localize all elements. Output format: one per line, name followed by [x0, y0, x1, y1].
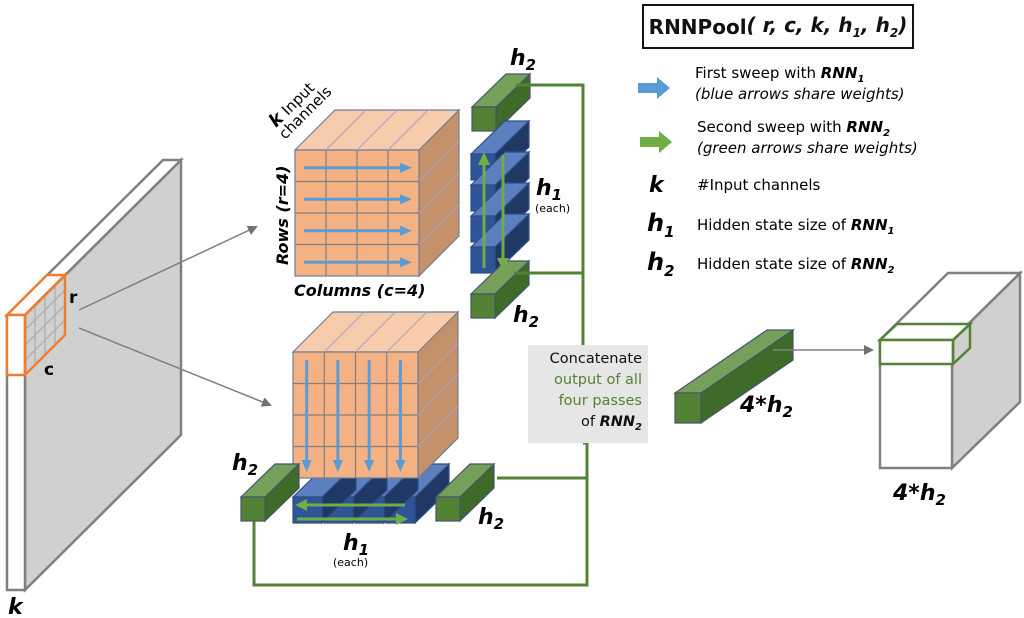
- blue-sweep-down-head: [395, 460, 406, 472]
- concat-line-3: four passes: [558, 393, 642, 409]
- legend-symbol-h1-text: Hidden state size of RNN1: [697, 216, 894, 237]
- legend-item-2-line2: (green arrows share weights): [697, 139, 918, 157]
- rows-label: Rows (r=4): [273, 166, 292, 265]
- concat-vector: [673, 328, 795, 425]
- patch-grid-row: [24, 289, 66, 331]
- row-pass-h2-bottom-bar: [469, 259, 531, 320]
- row-pass-hidden-stack: [469, 119, 531, 275]
- connector-row-top: [516, 83, 585, 345]
- connector-col: [252, 441, 589, 587]
- c-label: c: [44, 360, 54, 380]
- row-cube-top-grid: [387, 109, 429, 151]
- h2-bar-top-front: [471, 106, 497, 132]
- each-row-label: (each): [535, 202, 570, 215]
- arrow-to-column-pass: [78, 327, 272, 407]
- output-volume: [876, 270, 1024, 471]
- legend-symbol-h1: h1: [647, 209, 675, 241]
- column-pass-hidden-row: [291, 462, 451, 525]
- green-sweep-right-head: [396, 513, 408, 525]
- output-cell-front: [878, 338, 955, 366]
- blue-sweep-right-head: [400, 257, 412, 268]
- title-box: RNNPool( r, c, k, h1, h2): [642, 4, 914, 49]
- input-patch: [24, 285, 66, 365]
- r-label: r: [69, 288, 78, 308]
- row-cube-side-grid: [418, 204, 460, 245]
- h2-bar-row-bottom-front: [470, 293, 496, 319]
- h2-bar-right-front: [435, 496, 461, 522]
- h2-left-label: h2: [232, 451, 258, 479]
- legend-item-2-line1: Second sweep with RNN2: [697, 118, 890, 139]
- blue-sweep-down-head: [301, 460, 312, 472]
- h2-right-label: h2: [478, 505, 504, 533]
- legend-symbol-h2-text: Hidden state size of RNN2: [697, 255, 895, 276]
- concat-vector-label: 4*h2: [739, 393, 793, 421]
- arrow-to-row-pass: [78, 225, 258, 311]
- output-cell-side: [951, 321, 972, 367]
- col-cube-top-grid: [323, 311, 365, 353]
- input-volume: r c k: [3, 156, 185, 618]
- row-cube-side-grid: [418, 172, 460, 214]
- green-arrow-icon: [640, 131, 672, 153]
- concat-box: Concatenate output of all four passes of…: [528, 345, 648, 443]
- col-cube-side-grid: [417, 343, 459, 384]
- col-cube-side-grid: [417, 374, 459, 416]
- legend-item-1-line1: First sweep with RNN1: [695, 64, 864, 85]
- patch-grid-row: [24, 304, 66, 346]
- k-label: k: [8, 595, 24, 618]
- blue-sweep-right-head: [400, 225, 412, 236]
- green-sweep-left-head: [295, 499, 307, 511]
- concat-line-1: Concatenate: [549, 351, 642, 367]
- blue-sweep-down-head: [332, 460, 343, 472]
- blue-arrow-icon: [638, 77, 670, 99]
- row-pass-h2-top-bar: [470, 72, 532, 133]
- legend-symbol-k-text: #Input channels: [697, 176, 821, 194]
- title-args: ( r, c, k, h1, h2): [746, 13, 908, 40]
- row-cube-top-grid: [356, 109, 398, 151]
- column-pass-cube: [291, 310, 460, 480]
- green-sweep-up-head: [478, 152, 490, 165]
- h2-bar-left-front: [240, 496, 266, 522]
- concat-line-2: output of all: [554, 372, 642, 388]
- each-column-label: (each): [333, 556, 368, 569]
- column-pass-h2-right-bar: [434, 462, 496, 523]
- h1-row-label: h1: [536, 176, 562, 204]
- patch-grid-row: [24, 319, 66, 361]
- title-name: RNNPool: [648, 14, 747, 39]
- row-pass-arrows: [304, 162, 412, 268]
- column-pass-h2-left-bar: [239, 462, 301, 523]
- blue-sweep-down-head: [364, 460, 375, 472]
- blue-sweep-right-head: [400, 194, 412, 205]
- columns-label: Columns (c=4): [294, 281, 425, 300]
- legend-symbol-k: k: [649, 173, 665, 198]
- col-cube-top-grid: [355, 311, 396, 353]
- concat-connectors: [252, 83, 589, 587]
- legend-item-1-line2: (blue arrows share weights): [695, 85, 905, 103]
- concat-line-4: of RNN2: [581, 414, 642, 433]
- h2-top-label: h2: [510, 46, 536, 74]
- row-cube-top-grid: [325, 109, 367, 151]
- concat-bar-front: [674, 392, 702, 424]
- col-cube-side-grid: [417, 406, 459, 447]
- legend-symbol-h2: h2: [647, 248, 675, 280]
- row-pass-cube: [293, 108, 461, 278]
- input-patch-front: [5, 313, 27, 377]
- column-pass-arrows: [301, 360, 406, 472]
- h2-bottom-label: h2: [513, 303, 539, 331]
- row-cube-side-grid: [418, 141, 460, 182]
- green-sweep-down-head: [497, 258, 509, 271]
- h1-column-label: h1: [343, 531, 369, 559]
- output-volume-label: 4*h2: [892, 481, 946, 509]
- legend: First sweep with RNN1 (blue arrows share…: [638, 64, 918, 280]
- input-patch-side: [23, 271, 67, 379]
- col-cube-top-grid: [386, 311, 428, 353]
- blue-sweep-right-head: [400, 162, 412, 173]
